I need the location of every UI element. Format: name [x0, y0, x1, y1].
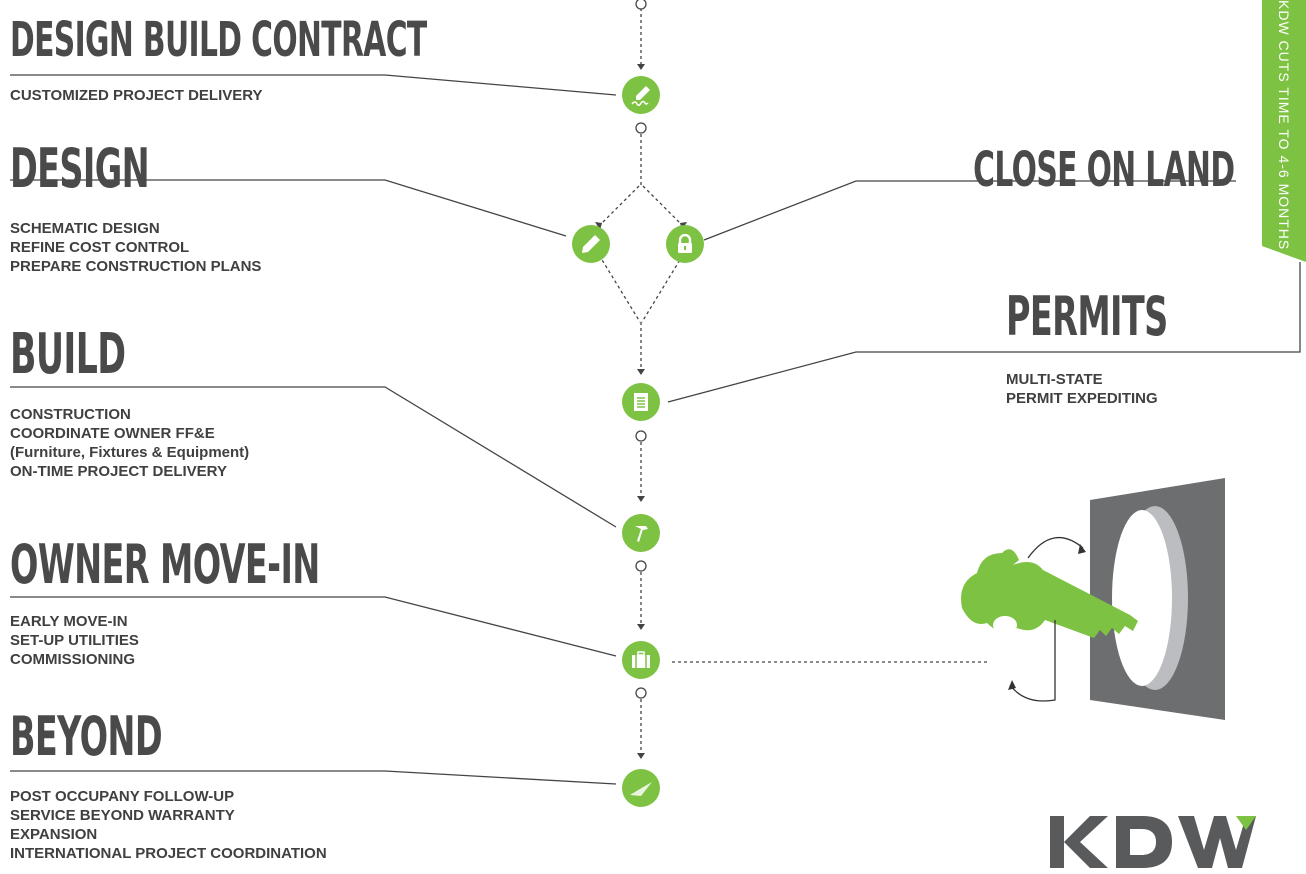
hammer-icon [622, 514, 660, 552]
desc-line: INTERNATIONAL PROJECT COORDINATION [10, 845, 327, 862]
stage-desc-build: CONSTRUCTION COORDINATE OWNER FF&E (Furn… [10, 405, 249, 481]
stage-title-design: DESIGN [10, 137, 150, 200]
desc-line: EXPANSION [10, 826, 98, 843]
stage-title-permits: PERMITS [1006, 285, 1168, 348]
kdw-logo [1050, 812, 1256, 868]
desc-line: (Furniture, Fixtures & Equipment) [10, 444, 250, 461]
desc-line: ON-TIME PROJECT DELIVERY [10, 463, 227, 480]
desc-line: PERMIT EXPEDITING [1006, 390, 1158, 407]
desc-line: REFINE COST CONTROL [10, 239, 190, 256]
key-lock-illustration [961, 478, 1225, 720]
desc-line: SCHEMATIC DESIGN [10, 220, 160, 237]
pencil-icon [572, 225, 610, 263]
desc-line: POST OCCUPANY FOLLOW-UP [10, 788, 235, 805]
stage-title-move-in: OWNER MOVE-IN [10, 533, 320, 596]
stage-desc-permits: MULTI-STATE PERMIT EXPEDITING [1006, 370, 1158, 408]
desc-line: COORDINATE OWNER FF&E [10, 425, 215, 442]
stage-desc-beyond: POST OCCUPANY FOLLOW-UP SERVICE BEYOND W… [10, 787, 327, 863]
stage-desc-contract: CUSTOMIZED PROJECT DELIVERY [10, 86, 263, 105]
document-icon [622, 383, 660, 421]
banner-text: KDW CUTS TIME TO 4-6 MONTHS [1276, 0, 1292, 251]
paper-plane-icon [622, 769, 660, 807]
desc-line: CONSTRUCTION [10, 406, 131, 423]
briefcase-icon [622, 641, 660, 679]
desc-line: COMMISSIONING [10, 651, 136, 668]
signature-pen-icon [622, 76, 660, 114]
stage-desc-move-in: EARLY MOVE-IN SET-UP UTILITIES COMMISSIO… [10, 612, 139, 669]
desc-line: MULTI-STATE [1006, 371, 1103, 388]
desc-line: SERVICE BEYOND WARRANTY [10, 807, 235, 824]
stage-title-build: BUILD [10, 322, 126, 387]
stage-title-beyond: BEYOND [10, 705, 163, 768]
stage-desc-design: SCHEMATIC DESIGN REFINE COST CONTROL PRE… [10, 219, 261, 276]
time-savings-banner: KDW CUTS TIME TO 4-6 MONTHS [1262, 0, 1306, 262]
desc-line: SET-UP UTILITIES [10, 632, 139, 649]
desc-line: EARLY MOVE-IN [10, 613, 128, 630]
desc-line: PREPARE CONSTRUCTION PLANS [10, 258, 262, 275]
lock-icon [666, 225, 704, 263]
stage-title-contract: DESIGN BUILD CONTRACT [10, 12, 427, 68]
stage-title-close-land: CLOSE ON LAND [972, 142, 1235, 198]
desc-line: CUSTOMIZED PROJECT DELIVERY [10, 87, 263, 104]
